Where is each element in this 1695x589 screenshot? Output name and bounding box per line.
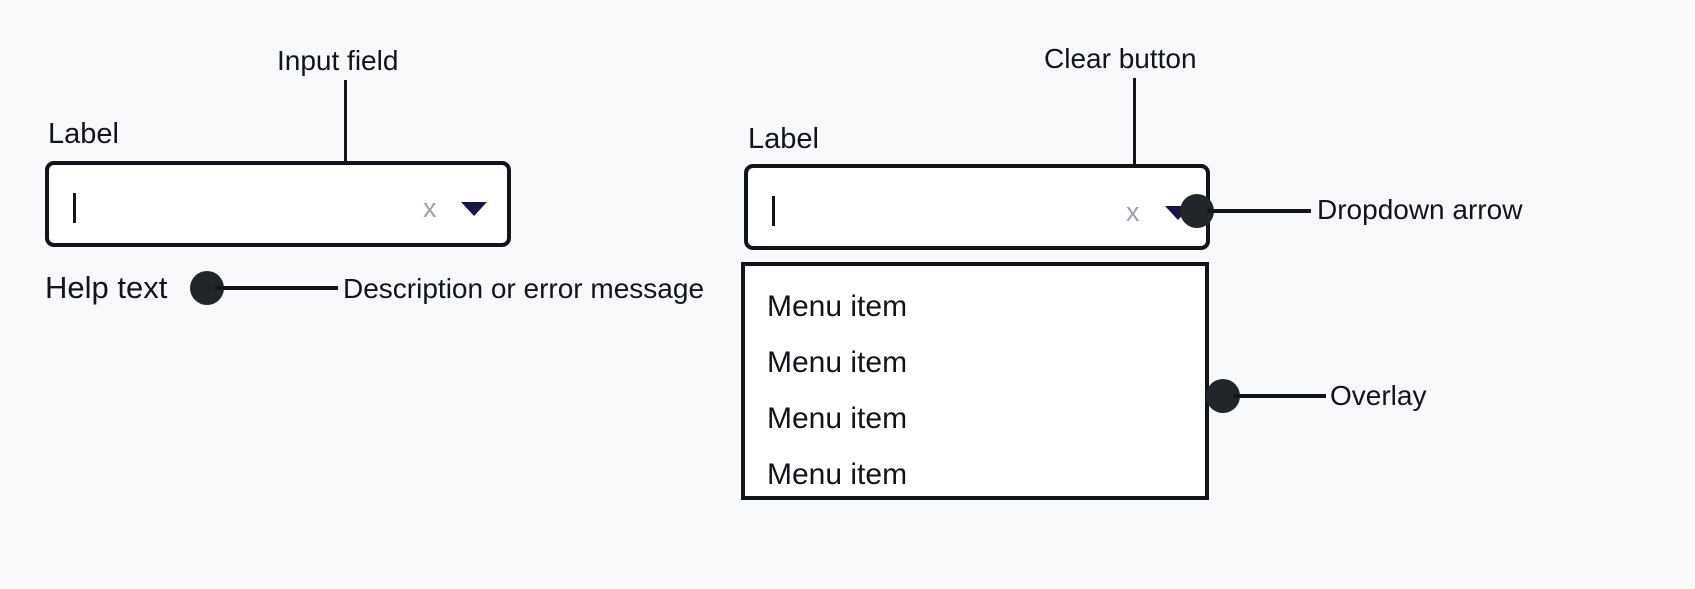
chevron-down-icon[interactable]: [461, 202, 487, 216]
dropdown-overlay-menu[interactable]: Menu item Menu item Menu item Menu item: [741, 262, 1209, 500]
callout-label-overlay: Overlay: [1330, 380, 1427, 411]
clear-icon[interactable]: x: [423, 193, 437, 223]
callout-leader-input-field: [344, 80, 347, 184]
left-input-field[interactable]: x: [45, 161, 511, 247]
right-field-label: Label: [748, 123, 819, 155]
callout-label-input-field: Input field: [277, 45, 399, 76]
callout-leader-help-text: [215, 286, 338, 290]
text-caret: [73, 193, 76, 223]
callout-leader-clear-button: [1133, 78, 1136, 178]
menu-item[interactable]: Menu item: [767, 402, 908, 435]
callout-label-dropdown-arrow: Dropdown arrow: [1317, 194, 1523, 225]
left-field-label: Label: [48, 118, 119, 150]
clear-icon[interactable]: x: [1126, 197, 1140, 227]
menu-item[interactable]: Menu item: [767, 290, 908, 323]
text-caret: [772, 196, 775, 226]
callout-label-description-or-error: Description or error message: [343, 273, 705, 304]
callout-label-clear-button: Clear button: [1044, 43, 1197, 74]
callout-leader-dropdown-arrow: [1207, 209, 1311, 213]
callout-leader-overlay: [1233, 394, 1326, 398]
left-field-help-text: Help text: [45, 270, 168, 305]
menu-item[interactable]: Menu item: [767, 458, 908, 491]
right-input-field[interactable]: x: [744, 164, 1210, 250]
menu-item[interactable]: Menu item: [767, 346, 908, 379]
